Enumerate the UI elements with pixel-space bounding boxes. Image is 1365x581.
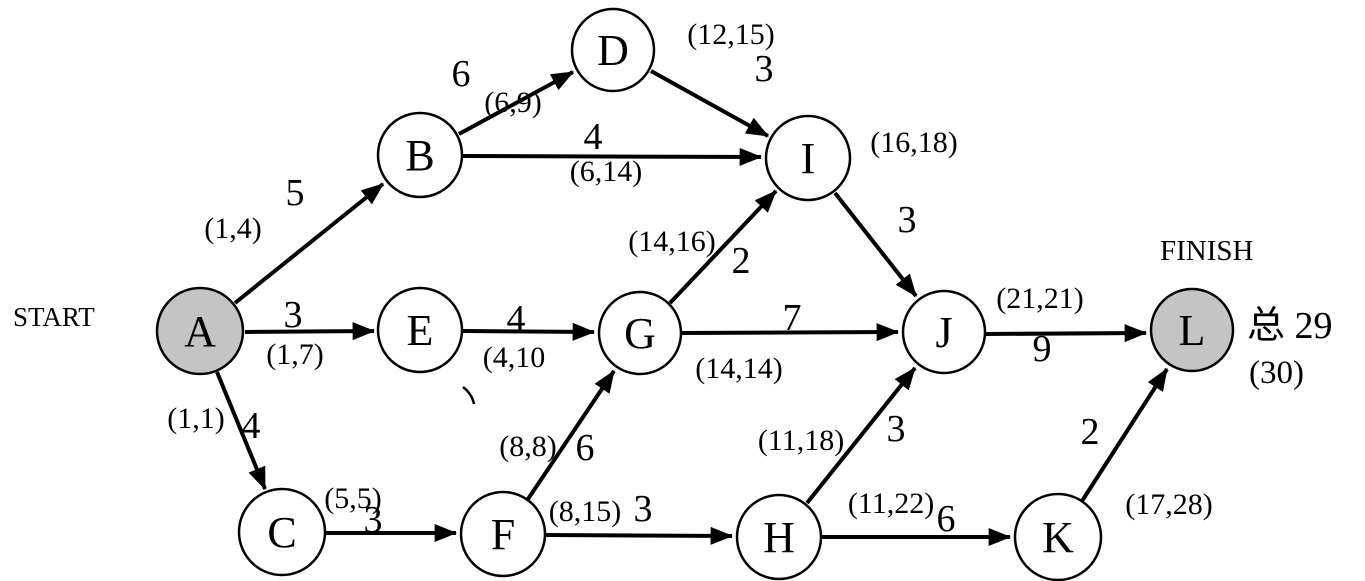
- edge-G-J-window: (14,14): [695, 352, 782, 385]
- node-F: F: [459, 490, 547, 578]
- node-C-circle: [237, 487, 327, 577]
- total-duration-label: 总 29: [1247, 305, 1333, 347]
- edge-H-J-weight: 3: [887, 408, 906, 450]
- node-G-circle: [597, 290, 683, 376]
- edge-J-L-weight: 9: [1033, 328, 1052, 370]
- node-E: E: [376, 286, 464, 374]
- edge-A-C-window: (1,1): [167, 402, 224, 435]
- node-L-circle: [1149, 287, 1235, 373]
- edge-K-L-weight: 2: [1081, 411, 1100, 453]
- edge-J-L-window: (21,21): [996, 282, 1083, 315]
- stray-mark: [462, 386, 476, 405]
- edge-G-I-window: (14,16): [628, 225, 715, 258]
- start-caption: START: [13, 302, 95, 332]
- node-C: C: [237, 487, 327, 577]
- node-I-label: I: [801, 134, 816, 183]
- edge-A-E-window: (1,7): [266, 338, 323, 371]
- edge-C-F-window: (5,5): [324, 482, 381, 515]
- total-duration-alt: (30): [1249, 355, 1304, 391]
- edge-B-I: [462, 147, 763, 166]
- edge-C-F-weight: 3: [364, 499, 383, 541]
- node-K-circle: [1013, 492, 1103, 581]
- edge-F-H-weight: 3: [634, 488, 653, 530]
- node-K: K: [1013, 492, 1103, 581]
- node-A-circle: [155, 286, 245, 376]
- node-B: B: [376, 111, 464, 199]
- node-L: L: [1149, 287, 1235, 373]
- edge-H-J-window: (11,18): [758, 424, 844, 457]
- edge-J-L: [985, 324, 1148, 343]
- edge-A-B: [233, 182, 385, 305]
- edge-G-J: [681, 323, 900, 342]
- edge-I-J-window: (16,18): [870, 126, 957, 159]
- finish-caption: FINISH: [1160, 235, 1254, 267]
- node-G: G: [597, 290, 683, 376]
- edge-I-J: [833, 191, 918, 298]
- node-E-label: E: [407, 306, 434, 355]
- edge-F-G-window: (8,8): [499, 430, 556, 463]
- edge-I-J-weight: 3: [898, 199, 917, 241]
- node-H-circle: [735, 493, 823, 581]
- edge-G-I: [668, 189, 778, 305]
- node-F-label: F: [491, 510, 515, 559]
- edge-B-D-weight: 6: [452, 53, 471, 95]
- node-H: H: [735, 493, 823, 581]
- edge-D-I: [650, 69, 769, 138]
- node-B-circle: [376, 111, 464, 199]
- node-D-label: D: [597, 26, 629, 75]
- edge-F-G-weight: 6: [576, 427, 595, 469]
- edge-E-G: [462, 322, 596, 341]
- edge-D-I-window: (12,15): [687, 18, 774, 51]
- edge-G-J-weight: 7: [783, 297, 802, 339]
- node-L-label: L: [1179, 306, 1206, 355]
- node-I-circle: [764, 114, 852, 202]
- node-H-label: H: [763, 513, 795, 562]
- edge-K-L: [1080, 367, 1169, 503]
- node-F-circle: [459, 490, 547, 578]
- edge-K-L-window: (17,28): [1125, 488, 1212, 521]
- edge-H-K-weight: 6: [937, 498, 956, 540]
- node-C-label: C: [267, 508, 296, 557]
- edge-E-G-window: (4,10: [483, 341, 546, 374]
- edge-F-G: [526, 369, 616, 501]
- edge-D-I-weight: 3: [755, 48, 774, 90]
- edge-A-E: [244, 322, 376, 341]
- edge-B-I-window: (6,14): [570, 155, 642, 188]
- node-J: J: [901, 289, 987, 375]
- node-I: I: [764, 114, 852, 202]
- edge-H-J: [805, 366, 917, 505]
- edge-F-H-window: (8,15): [549, 495, 621, 528]
- edge-A-C: [215, 371, 267, 491]
- node-D-circle: [570, 7, 656, 93]
- edge-A-E-weight: 3: [284, 294, 303, 336]
- edge-E-G-weight: 4: [507, 298, 526, 340]
- node-K-label: K: [1042, 513, 1074, 562]
- edge-B-D-window: (6,9): [484, 86, 541, 119]
- edge-H-K-window: (11,22): [848, 487, 934, 520]
- edge-F-H: [545, 526, 734, 545]
- node-B-label: B: [405, 131, 434, 180]
- edge-A-B-window: (1,4): [204, 212, 261, 245]
- edge-B-I-weight: 4: [584, 116, 603, 158]
- node-D: D: [570, 7, 656, 93]
- edge-B-D: [458, 70, 574, 136]
- edge-A-B-weight: 5: [286, 172, 305, 214]
- edge-A-C-weight: 4: [242, 405, 261, 447]
- node-J-circle: [901, 289, 987, 375]
- node-E-circle: [376, 286, 464, 374]
- edge-G-I-weight: 2: [732, 240, 751, 282]
- node-G-label: G: [624, 309, 656, 358]
- node-A-label: A: [184, 307, 216, 356]
- node-A: A: [155, 286, 245, 376]
- node-J-label: J: [935, 308, 952, 357]
